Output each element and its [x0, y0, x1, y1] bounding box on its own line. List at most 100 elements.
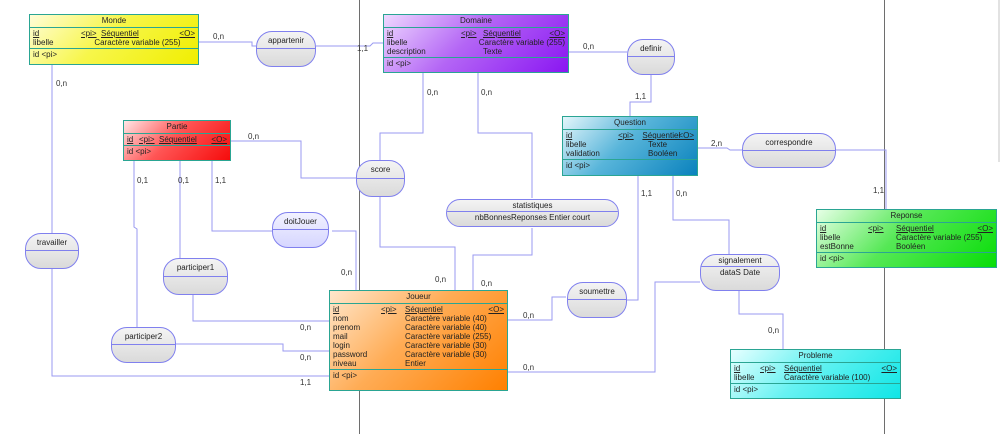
link-score-joueur — [379, 196, 456, 290]
link-signalement-probleme — [738, 291, 784, 349]
cardinality-label: 0,1 — [137, 176, 149, 185]
attribute-row: niveau Entier — [333, 359, 426, 368]
link-participer1-joueur — [192, 295, 329, 322]
association-attribute: dataS Date — [719, 268, 761, 277]
link-signalement-joueur — [508, 281, 700, 373]
link-monde-appartenir — [199, 41, 256, 47]
attribute-row: id <pi> Séquentiel <O> — [566, 131, 694, 140]
cardinality-label: 1,1 — [635, 92, 647, 101]
page-boundary-line — [359, 0, 360, 434]
entity-monde[interactable]: Monde id <pi> Séquentiel <O> libelle Car… — [29, 14, 199, 65]
link-participer2-joueur — [175, 343, 329, 352]
attribute-row: nom Caractère variable (40) — [333, 314, 487, 323]
link-question-correspondre — [698, 147, 742, 151]
entity-question[interactable]: Question id <pi> Séquentiel <O> libelle … — [562, 116, 698, 176]
cardinality-label: 1,1 — [300, 378, 312, 387]
attribute-row: libelle Caractère variable (255) — [33, 38, 181, 47]
entity-domaine[interactable]: Domaine id <pi> Séquentiel <O> libelle C… — [383, 14, 569, 73]
entity-probleme[interactable]: Probleme id <pi> Séquentiel <O> libelle … — [730, 349, 901, 399]
association-participer1[interactable]: participer1 — [163, 258, 228, 295]
link-question-soumettre — [627, 176, 639, 301]
cardinality-label: 0,n — [583, 42, 595, 51]
attribute-row: estBonne Booléen — [820, 242, 926, 251]
association-appartenir[interactable]: appartenir — [256, 31, 316, 67]
cardinality-label: 0,n — [56, 79, 68, 88]
link-question-signalement — [672, 176, 730, 254]
cardinality-label: 2,n — [711, 139, 723, 148]
entity-title: Partie — [124, 121, 230, 134]
association-travailler[interactable]: travailler — [25, 233, 79, 269]
identifier: id <pi> — [566, 161, 591, 170]
link-partie-score — [231, 140, 356, 179]
entity-joueur[interactable]: Joueur id <pi> Séquentiel <O> nom Caract… — [329, 290, 508, 391]
attribute-row: libelle Texte — [566, 140, 668, 149]
link-domaine-statistiques — [477, 73, 533, 198]
association-definir[interactable]: definir — [627, 39, 675, 75]
side-panel-edge — [998, 0, 1000, 162]
link-doitjouer-joueur — [332, 230, 357, 290]
cardinality-label: 0,n — [341, 268, 353, 277]
attribute-row: validation Booléen — [566, 149, 678, 158]
cardinality-label: 1,1 — [215, 176, 227, 185]
cardinality-label: 0,n — [768, 326, 780, 335]
attribute-row: id <pi> Séquentiel <O> — [387, 29, 565, 38]
association-participer2[interactable]: participer2 — [111, 327, 176, 363]
cardinality-label: 0,n — [248, 132, 260, 141]
association-correspondre[interactable]: correspondre — [742, 133, 836, 168]
cardinality-label: 0,n — [523, 363, 535, 372]
attribute-row: mail Caractère variable (255) — [333, 332, 492, 341]
link-domaine-score — [379, 73, 424, 160]
association-signalement[interactable]: signalement dataS Date — [700, 254, 780, 291]
attribute-row: libelle Caractère variable (100) — [734, 373, 871, 382]
cardinality-label: 0,n — [427, 88, 439, 97]
entity-title: Question — [563, 117, 697, 130]
identifier: id <pi> — [387, 59, 412, 68]
cardinality-label: 0,n — [481, 88, 493, 97]
link-partie-doitjouer — [211, 161, 272, 232]
attribute-row: password Caractère variable (30) — [333, 350, 487, 359]
entity-title: Reponse — [817, 210, 996, 223]
cardinality-label: 1,1 — [357, 44, 369, 53]
association-statistiques[interactable]: statistiques nbBonnesReponses Entier cou… — [446, 199, 619, 227]
entity-title: Domaine — [384, 15, 568, 28]
cardinality-label: 0,n — [300, 353, 312, 362]
link-appartenir-domaine — [316, 42, 383, 47]
association-score[interactable]: score — [356, 160, 405, 197]
attribute-row: id <pi> Séquentiel <O> — [33, 29, 195, 38]
cardinality-label: 0,1 — [178, 176, 190, 185]
link-definir-question — [629, 64, 652, 116]
attribute-row: id <pi> Séquentiel <O> — [820, 224, 993, 233]
entity-title: Probleme — [731, 350, 900, 363]
attribute-row: id <pi> Séquentiel <O> — [333, 305, 504, 314]
identifier: id <pi> — [734, 385, 759, 394]
cardinality-label: 1,1 — [873, 186, 885, 195]
attribute-row: id <pi> Séquentiel <O> — [127, 135, 227, 144]
cardinality-label: 0,n — [213, 32, 225, 41]
cardinality-label: 0,n — [676, 189, 688, 198]
association-soumettre[interactable]: soumettre — [567, 282, 627, 318]
link-partie-participer2 — [133, 161, 138, 327]
attribute-row: prenom Caractère variable (40) — [333, 323, 487, 332]
entity-title: Joueur — [330, 291, 507, 304]
cardinality-label: 0,n — [523, 311, 535, 320]
cardinality-label: 0,n — [435, 275, 447, 284]
association-attribute: nbBonnesReponses Entier court — [474, 213, 591, 222]
link-correspondre-reponse — [836, 149, 887, 209]
link-travailler-joueur — [51, 268, 329, 377]
cardinality-label: 0,n — [481, 279, 493, 288]
attribute-row: id <pi> Séquentiel <O> — [734, 364, 897, 373]
entity-title: Monde — [30, 15, 198, 28]
attribute-row: login Caractère variable (30) — [333, 341, 487, 350]
entity-reponse[interactable]: Reponse id <pi> Séquentiel <O> libelle C… — [816, 209, 997, 268]
cardinality-label: 0,n — [300, 323, 312, 332]
cardinality-label: 1,1 — [641, 189, 653, 198]
attribute-row: description Texte — [387, 47, 503, 56]
link-statistiques-joueur — [472, 228, 533, 290]
link-soumettre-joueur — [508, 296, 566, 321]
entity-partie[interactable]: Partie id <pi> Séquentiel <O> id <pi> — [123, 120, 231, 161]
identifier: id <pi> — [33, 50, 58, 59]
association-doitjouer[interactable]: doitJouer — [272, 212, 329, 248]
identifier: id <pi> — [820, 254, 845, 263]
